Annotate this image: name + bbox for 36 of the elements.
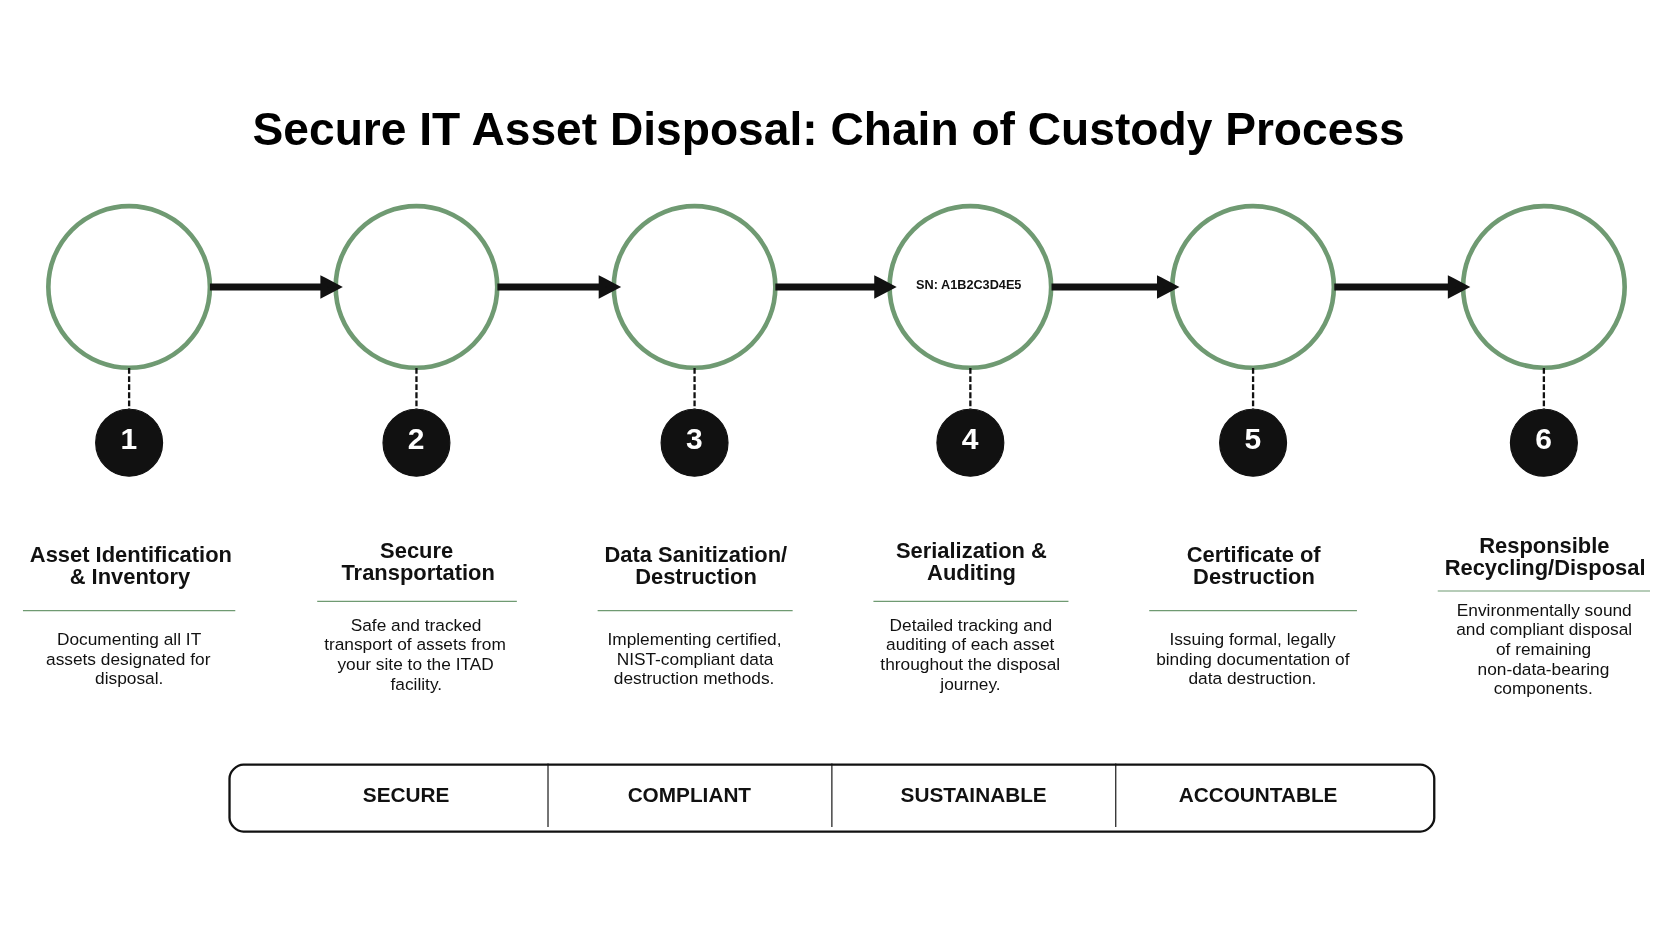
- connector: [1251, 367, 1254, 409]
- connector: [1542, 367, 1545, 409]
- node-label: Safe and tracked transport of assets from your site to the ITAD facility.: [323, 614, 506, 694]
- arrow: [1333, 274, 1470, 299]
- node-label: Responsible Recycling/Disposal: [1444, 532, 1646, 580]
- node-circle: 6: [1509, 408, 1578, 477]
- connector: [692, 367, 696, 409]
- node-label: Detailed tracking and auditing of each asset throughout the disposal journey.: [879, 614, 1060, 694]
- node-circle: [610, 203, 778, 370]
- node-label: Documenting all IT assets designated for disposal.: [45, 628, 210, 688]
- connector: [968, 367, 971, 409]
- connector: [414, 367, 418, 409]
- node-label: Implementing certified, NIST-compliant data destruction methods.: [606, 628, 781, 688]
- node-circle: SN: A1B2C3D4E5: [886, 203, 1053, 370]
- node-circle: 2: [381, 408, 450, 477]
- node-label: Data Sanitization/ Destruction: [604, 541, 787, 589]
- node-label: Asset Identification & Inventory: [29, 541, 232, 589]
- node-label: Issuing formal, legally binding documentation of data destruction.: [1155, 628, 1349, 688]
- node-circle: [1169, 203, 1336, 370]
- arrow: [496, 274, 621, 299]
- node-label: Environmentally sound and compliant disposal of remaining non-data-bearing components.: [1455, 599, 1632, 698]
- arrow: [1051, 274, 1179, 299]
- diagram-title: Secure IT Asset Disposal: Chain of Custody Process: [252, 102, 1405, 155]
- connector: [127, 367, 130, 409]
- node-circle: 1: [94, 408, 163, 477]
- node-circle: [332, 203, 500, 370]
- node-circle: [45, 203, 212, 370]
- node-label: Secure Transportation: [340, 537, 495, 585]
- node-circle: 5: [1218, 408, 1287, 477]
- arrow: [209, 274, 343, 299]
- node-label: Certificate of Destruction: [1186, 541, 1321, 589]
- arrow: [774, 274, 897, 299]
- node-circle: 4: [935, 408, 1004, 477]
- node-label: Serialization & Auditing: [895, 537, 1047, 585]
- node-circle: 3: [660, 408, 729, 477]
- node-circle: [1460, 203, 1627, 370]
